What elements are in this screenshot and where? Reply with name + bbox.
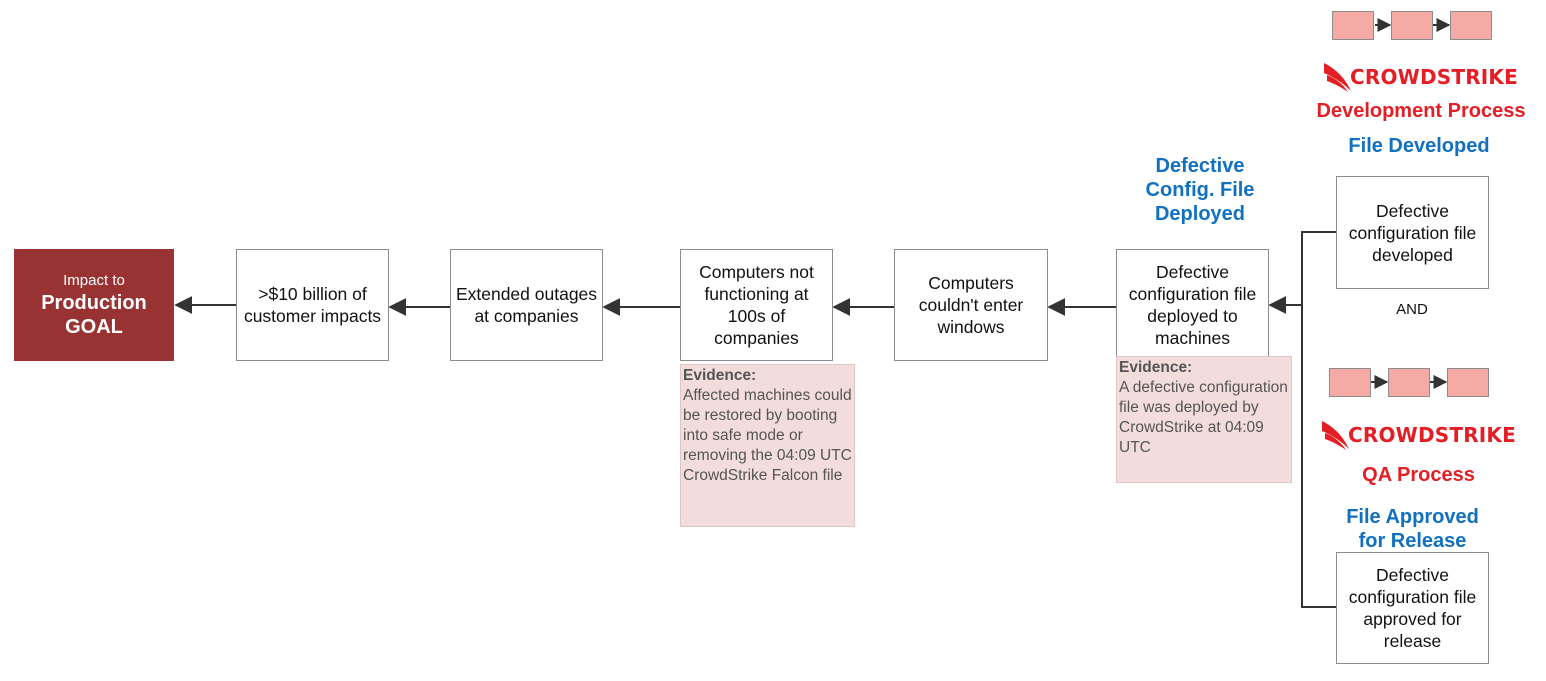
- approved-box: Defective configuration file approved fo…: [1336, 552, 1489, 664]
- evidence-note-1: Evidence: Affected machines could be res…: [680, 364, 855, 527]
- no-windows-box: Computers couldn't enter windows: [894, 249, 1048, 361]
- goal-box: Impact to Production GOAL: [14, 249, 174, 361]
- customer-impacts-box: >$10 billion of customer impacts: [236, 249, 389, 361]
- not-functioning-box: Computers not functioning at 100s of com…: [680, 249, 833, 361]
- goal-line-2: Production: [41, 292, 147, 314]
- goal-line-1: Impact to: [63, 272, 125, 289]
- approved-heading: File Approved for Release: [1346, 506, 1479, 552]
- qa-process-step-3: [1447, 368, 1489, 397]
- dev-process-step-3: [1450, 11, 1492, 40]
- and-label: AND: [1396, 301, 1428, 318]
- evidence-title: Evidence:: [683, 367, 757, 384]
- crowdstrike-falcon-icon: [1324, 63, 1351, 92]
- crowdstrike-logo-qa: CROWDSTRIKE: [1320, 418, 1516, 452]
- crowdstrike-logo-text: CROWDSTRIKE: [1348, 423, 1516, 447]
- deployed-box: Defective configuration file deployed to…: [1116, 249, 1269, 361]
- evidence-title: Evidence:: [1119, 359, 1193, 376]
- development-process-label: Development Process: [1316, 100, 1526, 122]
- evidence-text: Affected machines could be restored by b…: [683, 387, 852, 484]
- deployed-heading: Defective Config. File Deployed: [1145, 155, 1255, 225]
- crowdstrike-logo-text: CROWDSTRIKE: [1350, 65, 1518, 89]
- dev-process-step-2: [1391, 11, 1433, 40]
- developed-heading: File Developed: [1348, 135, 1490, 157]
- crowdstrike-logo-dev: CROWDSTRIKE: [1322, 60, 1518, 94]
- evidence-text: A defective configuration file was deplo…: [1119, 379, 1288, 456]
- evidence-note-2: Evidence: A defective configuration file…: [1116, 356, 1292, 483]
- qa-process-step-1: [1329, 368, 1371, 397]
- qa-process-step-2: [1388, 368, 1430, 397]
- developed-box: Defective configuration file developed: [1336, 176, 1489, 289]
- goal-line-3: GOAL: [65, 316, 123, 338]
- extended-outages-box: Extended outages at companies: [450, 249, 603, 361]
- and-bracket: [1301, 231, 1336, 608]
- dev-process-step-1: [1332, 11, 1374, 40]
- crowdstrike-falcon-icon: [1322, 421, 1349, 450]
- qa-process-label: QA Process: [1362, 464, 1475, 486]
